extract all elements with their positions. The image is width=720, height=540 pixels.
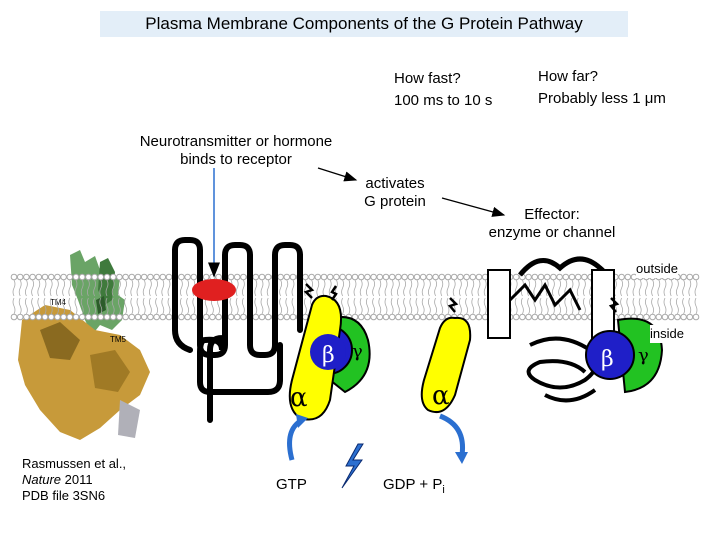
- gamma-label-right: γ: [638, 345, 649, 366]
- citation-line1: Rasmussen et al.,: [22, 456, 127, 471]
- g-alpha-free: [420, 297, 472, 414]
- effector-protein: [487, 256, 615, 403]
- g-protein-heterotrimer: [288, 283, 371, 421]
- speed-question: How fast?: [394, 70, 461, 87]
- gdp-text: GDP + P: [383, 476, 443, 493]
- beta-label-right: β: [601, 347, 614, 372]
- gtp-label: GTP: [276, 476, 307, 493]
- step3-line1: Effector:: [524, 206, 580, 223]
- protein-structure-image: [12, 240, 160, 450]
- alpha-label-free: α: [432, 381, 450, 411]
- step2-line1: activates: [365, 175, 425, 192]
- distance-question: How far?: [538, 68, 599, 85]
- lightning-icon: [341, 443, 364, 489]
- citation-year: 2011: [61, 472, 93, 487]
- ligand: [192, 279, 236, 301]
- step2-line2: G protein: [364, 193, 426, 210]
- slide-title: Plasma Membrane Components of the G Prot…: [100, 11, 628, 37]
- tm4-label: TM4: [50, 298, 67, 307]
- tm5-label: TM5: [110, 335, 127, 344]
- step1-line2: binds to receptor: [180, 151, 292, 168]
- citation-line2: Nature 2011: [22, 472, 93, 488]
- outside-label: outside: [636, 260, 678, 278]
- lipid-bilayer: [10, 273, 700, 321]
- arrow-receptor-to-gprotein: [317, 167, 358, 182]
- speed-answer: 100 ms to 10 s: [394, 92, 493, 109]
- pi-subscript: i: [442, 484, 445, 496]
- receptor: [172, 237, 303, 423]
- arrow-gprotein-to-effector: [441, 197, 506, 217]
- gtp-arrow: [287, 417, 304, 461]
- beta-label: β: [322, 343, 335, 368]
- step3-line2: enzyme or channel: [488, 224, 616, 241]
- gdp-arrow: [438, 413, 466, 456]
- gamma-label: γ: [352, 341, 363, 362]
- gdp-label: GDP + Pi: [383, 476, 445, 499]
- citation-line3: PDB file 3SN6: [22, 488, 106, 503]
- distance-answer: Probably less 1 μm: [538, 90, 666, 107]
- inside-label: inside: [650, 325, 684, 343]
- gdp-arrowhead: [455, 452, 468, 464]
- alpha-label: α: [290, 383, 308, 413]
- citation-journal: Nature: [22, 472, 62, 487]
- gtp-arrowhead: [296, 414, 308, 428]
- step1-line1: Neurotransmitter or hormone: [139, 133, 333, 150]
- receptor-loop: [172, 247, 303, 353]
